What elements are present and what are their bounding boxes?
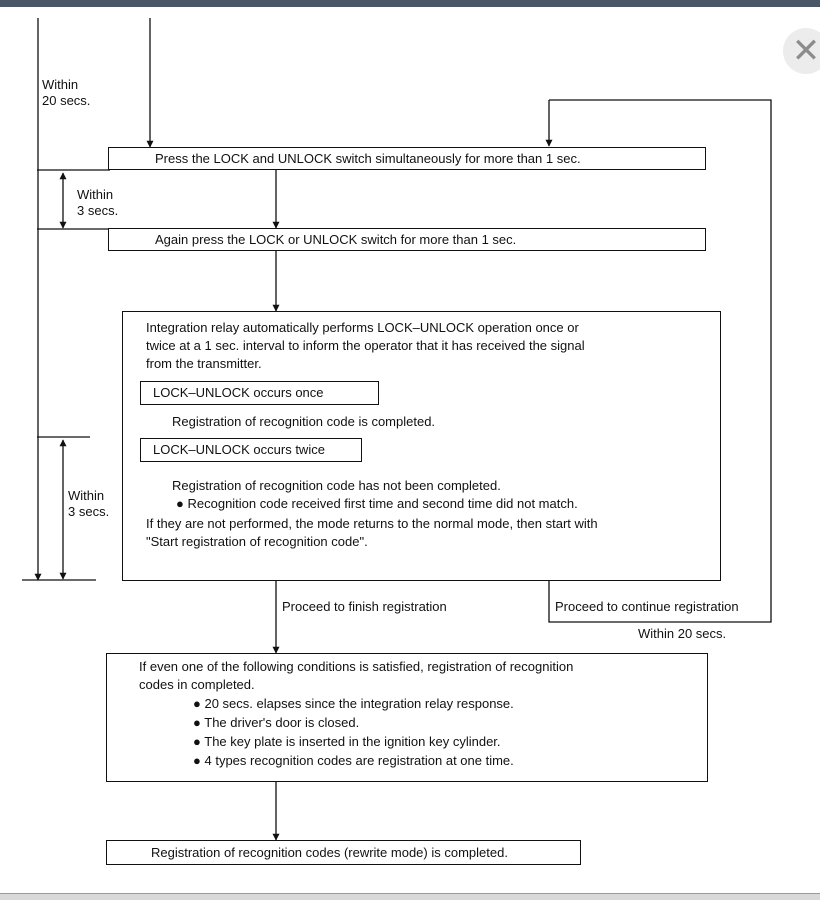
close-icon: ✕ xyxy=(791,32,820,70)
bullet-icon: ● xyxy=(176,496,184,511)
within-20-right-label: Within 20 secs. xyxy=(638,626,727,641)
twice-result: Registration of recognition code has not… xyxy=(172,478,501,493)
bullet-icon: ● xyxy=(193,696,201,711)
step1-text: Press the LOCK and UNLOCK switch simulta… xyxy=(155,151,581,166)
fallback-line2: "Start registration of recognition code"… xyxy=(146,534,368,549)
within-3-upper-line2: 3 secs. xyxy=(77,203,119,218)
step1-box: Press the LOCK and UNLOCK switch simulta… xyxy=(108,147,706,170)
within-3-lower-line2: 3 secs. xyxy=(68,504,110,519)
within-20-label: Within 20 secs. xyxy=(42,77,90,109)
condition-text: The key plate is inserted in the ignitio… xyxy=(204,734,501,749)
condition-text: 4 types recognition codes are registrati… xyxy=(204,753,514,768)
loop-line xyxy=(548,99,772,623)
within-20-line1: Within xyxy=(42,77,79,92)
branch-continue-label: Proceed to continue registration xyxy=(555,599,739,614)
top-bar xyxy=(0,0,820,7)
step3-intro-line1: Integration relay automatically performs… xyxy=(146,320,579,335)
step2-box: Again press the LOCK or UNLOCK switch fo… xyxy=(108,228,706,251)
within-3-lower-line1: Within xyxy=(68,488,105,503)
once-label: LOCK–UNLOCK occurs once xyxy=(153,385,324,400)
step5-text: Registration of recognition codes (rewri… xyxy=(151,845,508,860)
step3-intro-line3: from the transmitter. xyxy=(146,356,262,371)
bullet-icon: ● xyxy=(193,734,201,749)
step4-box: If even one of the following conditions … xyxy=(106,653,708,782)
step3-intro-line2: twice at a 1 sec. interval to inform the… xyxy=(146,338,585,353)
bullet-icon: ● xyxy=(193,715,201,730)
condition-item: ● The key plate is inserted in the ignit… xyxy=(193,734,501,750)
twice-label-box: LOCK–UNLOCK occurs twice xyxy=(140,438,362,462)
within-3-lower-label: Within 3 secs. xyxy=(68,488,109,520)
condition-item: ● 4 types recognition codes are registra… xyxy=(193,753,514,769)
close-button[interactable]: ✕ xyxy=(783,28,820,74)
twice-label: LOCK–UNLOCK occurs twice xyxy=(153,442,325,457)
branch-finish-label: Proceed to finish registration xyxy=(282,599,447,614)
condition-item: ● 20 secs. elapses since the integration… xyxy=(193,696,514,712)
fallback-line1: If they are not performed, the mode retu… xyxy=(146,516,598,531)
condition-text: 20 secs. elapses since the integration r… xyxy=(204,696,514,711)
step4-intro-line1: If even one of the following conditions … xyxy=(139,659,574,674)
within-3-upper-label: Within 3 secs. xyxy=(77,187,118,219)
condition-text: The driver's door is closed. xyxy=(204,715,360,730)
step3-box: Integration relay automatically performs… xyxy=(122,311,721,581)
bullet-icon: ● xyxy=(193,753,201,768)
bottom-bar xyxy=(0,893,820,900)
twice-bullet-text: Recognition code received first time and… xyxy=(187,496,578,511)
within-3-upper-line1: Within xyxy=(77,187,114,202)
twice-bullet-item: ● Recognition code received first time a… xyxy=(176,496,578,512)
once-label-box: LOCK–UNLOCK occurs once xyxy=(140,381,379,405)
step5-box: Registration of recognition codes (rewri… xyxy=(106,840,581,865)
within-20-line2: 20 secs. xyxy=(42,93,91,108)
once-result: Registration of recognition code is comp… xyxy=(172,414,436,429)
step4-intro-line2: codes in completed. xyxy=(139,677,255,692)
step2-text: Again press the LOCK or UNLOCK switch fo… xyxy=(155,232,517,247)
condition-item: ● The driver's door is closed. xyxy=(193,715,359,731)
